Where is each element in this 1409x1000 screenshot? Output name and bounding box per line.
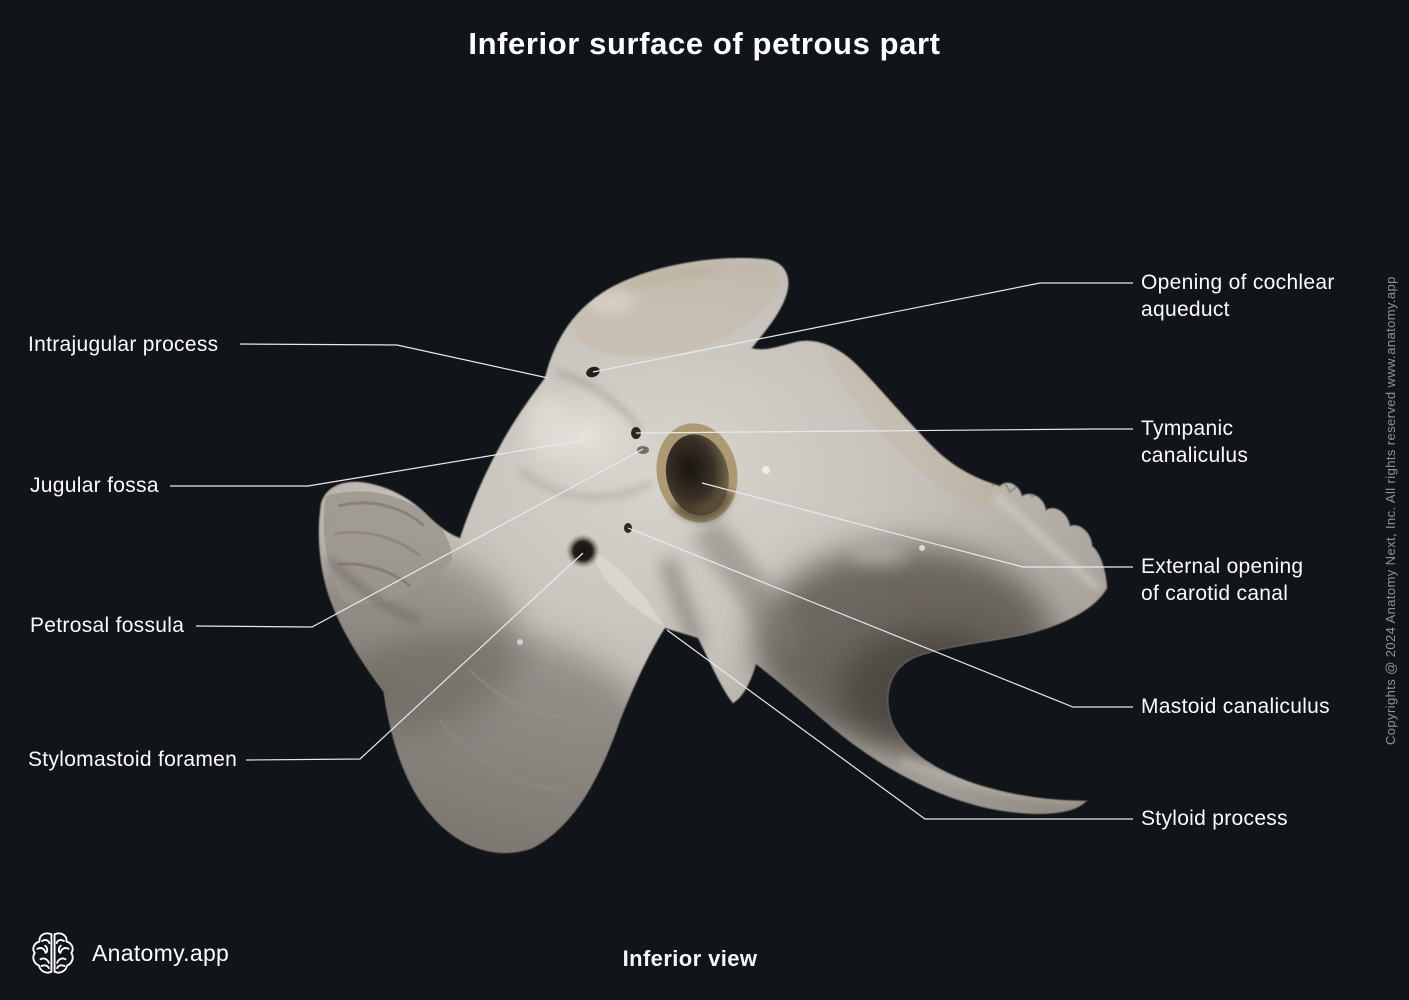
label-opening-cochlear-aqueduct: Opening of cochlear aqueduct bbox=[1141, 271, 1335, 321]
carotid-canal-opening bbox=[656, 423, 738, 523]
leader-external-opening-carotid-canal bbox=[701, 482, 1133, 568]
label-petrosal-fossula: Petrosal fossula bbox=[30, 614, 185, 637]
label-stylomastoid-foramen: Stylomastoid foramen bbox=[28, 748, 238, 771]
leader-tympanic-canaliculus bbox=[635, 428, 1133, 434]
leader-petrosal-fossula bbox=[195, 448, 644, 628]
label-intrajugular-process: Intrajugular process bbox=[28, 333, 219, 356]
brand-name: Anatomy.app bbox=[92, 939, 230, 966]
leader-lines bbox=[170, 282, 1133, 820]
label-tympanic-canaliculus: Tympanic canaliculus bbox=[1141, 417, 1249, 467]
stylomastoid-foramen-opening bbox=[566, 534, 600, 568]
copyright-text: Copyrights @ 2024 Anatomy Next, Inc. All… bbox=[1383, 276, 1398, 745]
label-mastoid-canaliculus: Mastoid canaliculus bbox=[1141, 695, 1330, 718]
brand-lockup: Anatomy.app bbox=[28, 928, 229, 978]
leader-mastoid-canaliculus bbox=[627, 527, 1133, 708]
label-external-opening-carotid-canal: External opening of carotid canal bbox=[1141, 555, 1304, 605]
petrosal-fossula-dimple bbox=[637, 446, 649, 454]
bone-shading bbox=[318, 258, 1107, 853]
leader-intrajugular-process bbox=[239, 343, 549, 379]
petrous-bone-render bbox=[317, 257, 1108, 854]
leader-opening-cochlear-aqueduct bbox=[592, 282, 1133, 373]
leader-styloid-process bbox=[666, 629, 1133, 820]
label-styloid-process: Styloid process bbox=[1141, 807, 1288, 830]
label-jugular-fossa: Jugular fossa bbox=[30, 474, 159, 497]
figure-title: Inferior surface of petrous part bbox=[468, 26, 941, 61]
leader-jugular-fossa bbox=[170, 439, 586, 487]
brain-icon bbox=[32, 932, 74, 974]
view-label: Inferior view bbox=[622, 946, 758, 971]
leader-stylomastoid-foramen bbox=[245, 552, 584, 761]
